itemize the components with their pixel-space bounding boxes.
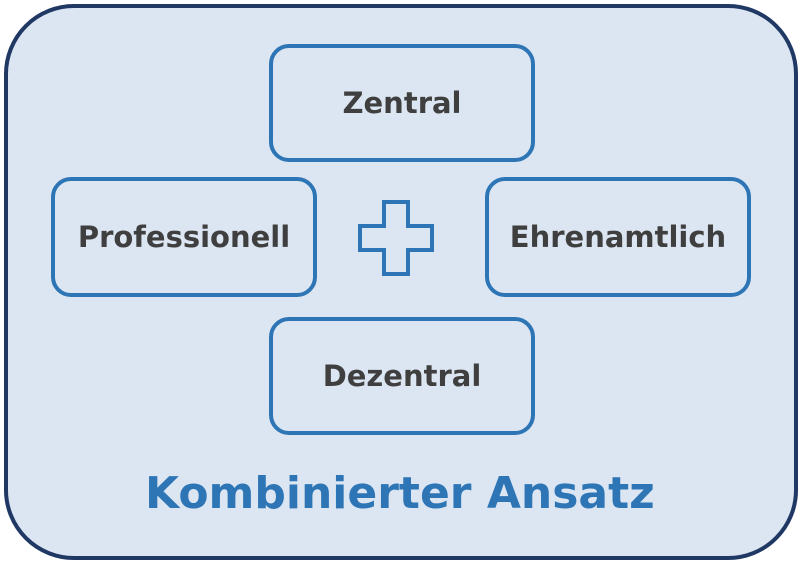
- box-dezentral: Dezentral: [269, 317, 535, 435]
- box-dezentral-label: Dezentral: [322, 359, 482, 393]
- box-ehrenamtlich-label: Ehrenamtlich: [509, 220, 727, 254]
- box-professionell: Professionell: [51, 177, 317, 297]
- box-professionell-label: Professionell: [77, 220, 291, 254]
- plus-icon: [358, 200, 434, 276]
- box-ehrenamtlich: Ehrenamtlich: [485, 177, 751, 297]
- box-zentral-label: Zentral: [342, 86, 462, 120]
- box-zentral: Zentral: [269, 44, 535, 162]
- diagram-caption: Kombinierter Ansatz: [145, 468, 655, 519]
